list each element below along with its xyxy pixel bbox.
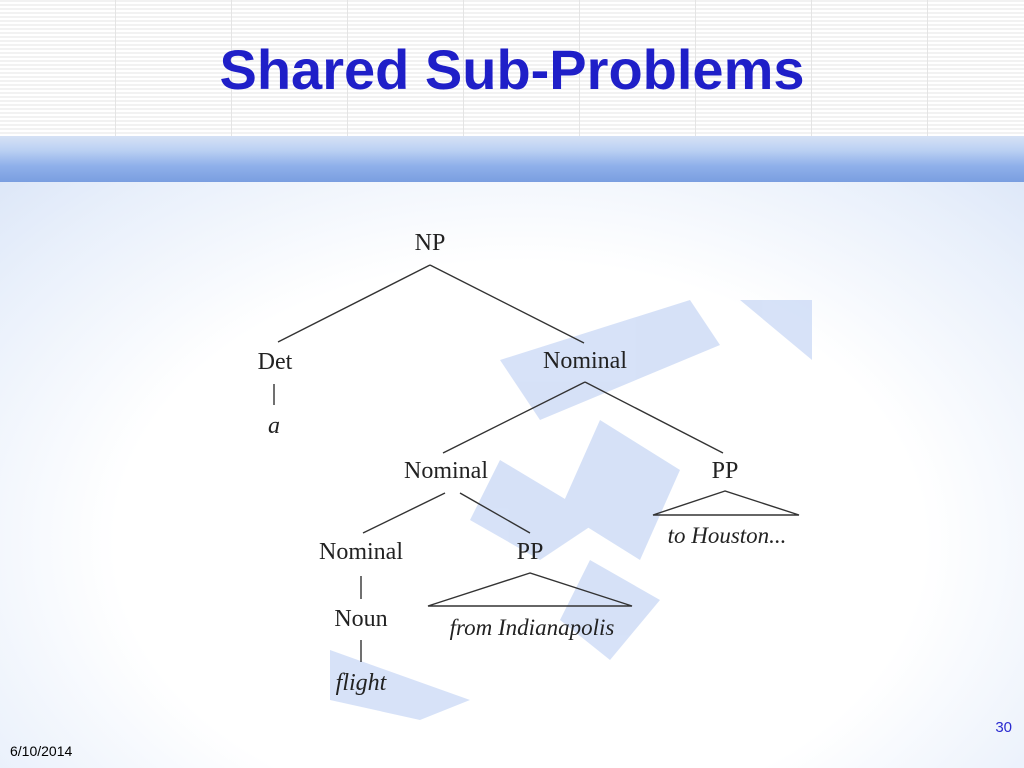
title-grid-decoration xyxy=(0,0,1024,138)
footer-date: 6/10/2014 xyxy=(10,743,73,759)
node-nominal-2: Nominal xyxy=(404,458,488,484)
node-noun: Noun xyxy=(334,606,387,632)
triangle-to-houston xyxy=(652,490,800,516)
node-nominal-1: Nominal xyxy=(543,348,627,374)
edge-nominal-pp xyxy=(584,381,724,454)
edge-nominal-nominal-lower xyxy=(362,492,446,534)
title-divider-bar xyxy=(0,136,1024,182)
node-det: Det xyxy=(258,349,293,375)
node-pp-2: PP xyxy=(517,539,544,565)
triangle-from-indianapolis xyxy=(427,572,633,607)
node-nominal-3: Nominal xyxy=(319,539,403,565)
edge-np-det xyxy=(277,264,431,343)
page-number: 30 xyxy=(995,719,1012,736)
node-np: NP xyxy=(415,230,446,256)
slide-title: Shared Sub-Problems xyxy=(219,38,805,101)
leaf-to-houston: to Houston... xyxy=(668,523,787,548)
leaf-flight: flight xyxy=(336,670,388,696)
leaf-a: a xyxy=(268,413,280,439)
edge-nominal-pp-lower xyxy=(459,492,531,534)
edge-np-nominal xyxy=(429,264,585,344)
edge-nominal-nominal xyxy=(442,381,586,454)
leaf-from-indianapolis: from Indianapolis xyxy=(450,615,615,640)
node-pp-1: PP xyxy=(712,458,739,484)
